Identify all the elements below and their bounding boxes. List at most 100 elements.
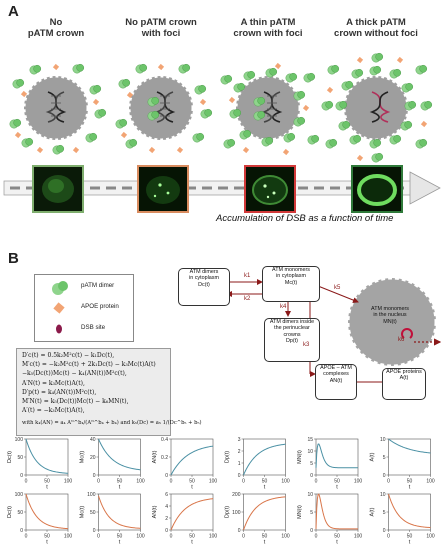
rate-k6: k6 <box>398 337 405 343</box>
nucleus-stage-4 <box>321 52 433 163</box>
rate-k1: k1 <box>244 273 251 279</box>
equation-line-5: D′p(t) = k₄(AN(t))M²c(t), <box>22 389 97 396</box>
y-axis-label: Dp(t) <box>225 451 231 463</box>
y-tick-label: 20 <box>90 455 96 461</box>
node-complexes-line3: AN(t) <box>329 377 343 384</box>
stage-title-4: A thick pATM crown without foci <box>330 17 422 39</box>
y-tick-label: 0 <box>20 528 23 534</box>
node-apoe-proteins: APOE proteins A(t) <box>382 368 426 400</box>
dsb-site-icon <box>56 324 62 334</box>
x-tick-label: 50 <box>189 534 195 540</box>
x-tick-label: 50 <box>117 479 123 485</box>
legend: pATM dimer APOE protein DSB site <box>34 274 134 342</box>
node-apoe-line1: APOE proteins <box>386 369 422 375</box>
y-tick-label: 50 <box>90 510 96 516</box>
x-tick-label: 0 <box>97 534 100 540</box>
node-dimers-line2: in cytoplasm <box>189 275 219 282</box>
y-tick-label: 3 <box>238 437 241 443</box>
y-tick-label: 50 <box>17 455 23 461</box>
node-perinuclear-line2: the perinuclear <box>274 325 310 332</box>
rate-k2: k2 <box>244 296 251 302</box>
y-axis-label: A(t) <box>370 507 376 516</box>
micrograph-4 <box>351 165 403 213</box>
model-network <box>226 276 442 385</box>
y-tick-label: 0.2 <box>161 455 168 461</box>
stage-2-line1: No pATM crown <box>125 17 197 28</box>
y-tick-label: 0 <box>238 473 241 479</box>
y-tick-label: 0 <box>383 528 386 534</box>
nucleus-stage-1 <box>9 63 107 155</box>
equation-line-1: D′c(t) = 0.5k₂M²c(t) − k₁Dc(t), <box>22 352 115 359</box>
y-tick-label: 0 <box>93 473 96 479</box>
x-axis-label: t <box>336 485 338 491</box>
equation-line-4: A′N(t) = k₃Mc(t)A(t), <box>22 380 85 387</box>
x-tick-label: 50 <box>334 534 340 540</box>
equation-line-8: with k₄(AN) = a₄ Aᴺ^b₄/(Aᴺ^b₄ + b₄) and … <box>22 420 202 426</box>
panel-b-letter: B <box>8 250 19 267</box>
series-line <box>388 493 431 529</box>
stage-3-line2: crown with foci <box>233 28 303 39</box>
y-tick-label: 15 <box>307 437 313 443</box>
x-tick-label: 0 <box>387 479 390 485</box>
series-line <box>315 493 358 530</box>
y-tick-label: 10 <box>307 492 313 498</box>
x-axis-label: t <box>191 540 193 546</box>
plot-frame <box>243 438 286 476</box>
y-axis-label: Dp(t) <box>225 506 231 518</box>
y-axis-label: MN(t) <box>297 450 303 464</box>
series-line <box>388 438 431 454</box>
equation-line-6: M′N(t) = k₅(Dc(t))Mc(t) − k₆MN(t), <box>22 398 129 405</box>
x-axis-label: t <box>409 540 411 546</box>
node-nucleus-monomers: ATM monomers in the nucleus MN(t) <box>360 306 420 328</box>
stage-title-3: A thin pATM crown with foci <box>222 17 314 39</box>
y-axis-label: Dc(t) <box>7 451 13 463</box>
legend-item-patm: pATM dimer <box>35 277 133 297</box>
y-tick-label: 5 <box>383 510 386 516</box>
x-tick-label: 0 <box>25 479 28 485</box>
node-atm-dimers-cytoplasm: ATM dimers in cytoplasm Dc(t) <box>178 268 230 306</box>
plot-frame <box>315 438 359 476</box>
stage-3-line1: A thin pATM <box>240 17 296 28</box>
y-axis-label: MN(t) <box>297 505 303 519</box>
node-nucleus-line3: MN(t) <box>383 318 397 325</box>
series-line <box>98 495 141 529</box>
x-tick-label: 50 <box>262 479 268 485</box>
x-axis-label: t <box>46 540 48 546</box>
x-tick-label: 0 <box>97 479 100 485</box>
time-caption: Accumulation of DSB as a function of tim… <box>216 213 394 224</box>
y-tick-label: 0 <box>93 528 96 534</box>
series-line <box>25 438 69 474</box>
x-tick-label: 50 <box>407 534 413 540</box>
legend-item-dsb: DSB site <box>35 319 133 339</box>
x-tick-label: 0 <box>242 534 245 540</box>
node-nucleus-line1: ATM monomers <box>371 306 409 312</box>
y-tick-label: 4 <box>165 504 168 510</box>
y-tick-label: 10 <box>307 449 313 455</box>
panel-a-graphic <box>3 52 441 213</box>
patm-dimer-icon <box>52 281 68 295</box>
y-axis-label: Mc(t) <box>80 506 86 519</box>
x-tick-label: 50 <box>262 534 268 540</box>
x-tick-label: 100 <box>64 479 73 485</box>
x-axis-label: t <box>264 540 266 546</box>
y-tick-label: 0 <box>310 528 313 534</box>
x-tick-label: 100 <box>281 479 290 485</box>
series-line <box>170 445 214 476</box>
x-tick-label: 50 <box>117 534 123 540</box>
stage-1-line2: pATM crown <box>27 28 85 39</box>
stage-2-line2: with foci <box>141 28 181 39</box>
y-tick-label: 100 <box>232 510 241 516</box>
x-axis-label: t <box>409 485 411 491</box>
x-tick-label: 0 <box>25 534 28 540</box>
x-tick-label: 100 <box>281 534 290 540</box>
micrograph-1 <box>32 165 84 213</box>
y-tick-label: 1 <box>238 461 241 467</box>
x-tick-label: 50 <box>334 479 340 485</box>
node-perinuclear-line4: Dp(t) <box>286 338 298 345</box>
y-tick-label: 100 <box>15 492 24 498</box>
